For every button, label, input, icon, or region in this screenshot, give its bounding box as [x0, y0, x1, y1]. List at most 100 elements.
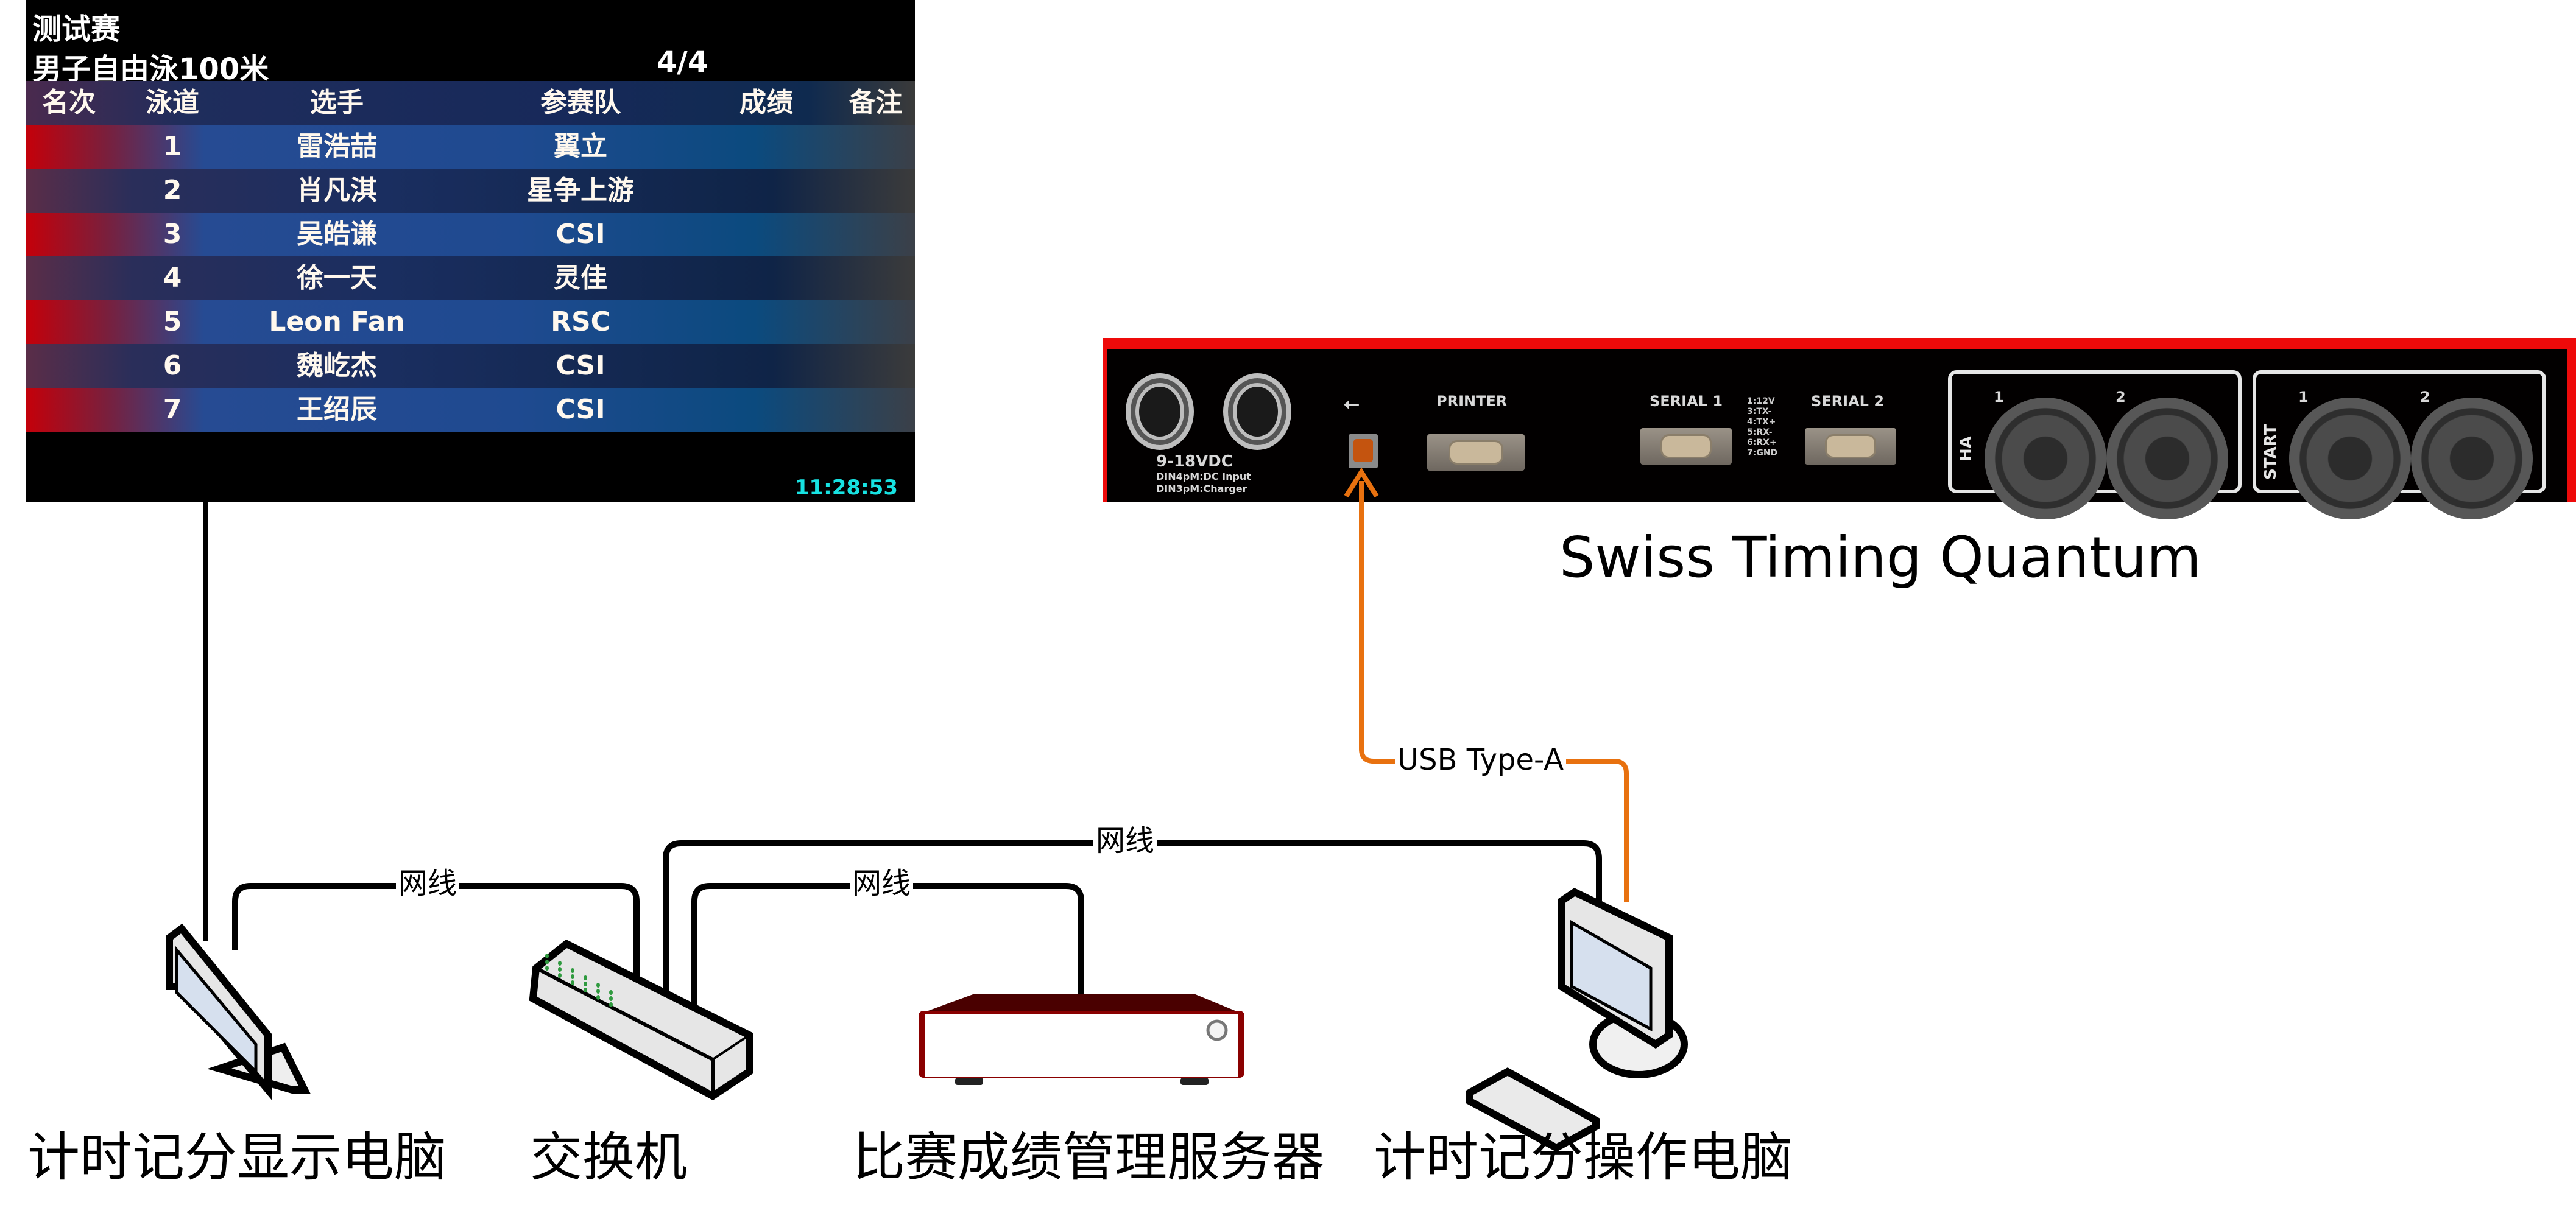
switch-label: 交换机 — [530, 1127, 687, 1188]
printer-port — [1427, 434, 1525, 471]
table-row: 1 雷浩喆 翼立 — [26, 125, 915, 169]
table-row: 3 吴皓谦 CSI — [26, 213, 915, 256]
serial2-port — [1805, 428, 1896, 465]
printer-label: PRINTER — [1436, 393, 1508, 410]
network-label-switch-operator: 网线 — [1093, 825, 1157, 857]
table-row: 2 肖凡淇 星争上游 — [26, 169, 915, 213]
table-row: 6 魏屹杰 CSI — [26, 344, 915, 388]
switch-led — [609, 996, 613, 1001]
column-header-rank: 名次 — [42, 87, 96, 118]
din-3pin-connector — [1223, 373, 1291, 450]
cell-lane: 1 — [163, 131, 182, 162]
cell-name: 肖凡淇 — [297, 175, 377, 206]
table-row: 7 王绍辰 CSI — [26, 388, 915, 432]
network-wire-switch-operator — [663, 840, 1602, 1002]
cell-name: 吴皓谦 — [297, 219, 377, 250]
pinout-line: 6:RX+ — [1747, 438, 1777, 448]
switch-led-indicators — [545, 954, 613, 1007]
pinout-line: 7:GND — [1747, 448, 1778, 458]
cell-lane: 7 — [163, 394, 182, 425]
display-pc-label: 计时记分显示电脑 — [27, 1127, 446, 1188]
switch-led — [596, 983, 600, 988]
column-header-swimmer: 选手 — [310, 87, 364, 118]
ha-port-1 — [1985, 398, 2106, 519]
serial1-label: SERIAL 1 — [1650, 393, 1723, 410]
start-port-2 — [2411, 398, 2533, 519]
cell-lane: 3 — [163, 219, 182, 250]
switch-led — [571, 980, 574, 985]
network-label-display-switch: 网线 — [396, 868, 460, 899]
switch-led — [609, 990, 613, 995]
cell-team: 翼立 — [554, 131, 607, 162]
power-label: 9-18VDC — [1156, 452, 1233, 471]
cell-name: 徐一天 — [297, 262, 377, 293]
usb-arrow-icon — [1344, 467, 1379, 498]
column-header-lane: 泳道 — [146, 87, 199, 118]
pinout-line: 3:TX- — [1747, 407, 1772, 416]
switch-led — [596, 989, 600, 994]
column-header-note: 备注 — [849, 87, 903, 118]
switch-led — [609, 1002, 613, 1007]
network-label-switch-server: 网线 — [850, 868, 914, 899]
network-switch-icon — [529, 939, 753, 1100]
timing-device-panel: 9-18VDC DIN4pM:DC Input DIN3pM:Charger ⭠… — [1103, 338, 2576, 519]
server-icon — [919, 994, 1244, 1085]
power-sublabel-charger: DIN3pM:Charger — [1156, 483, 1247, 494]
switch-led — [571, 974, 574, 979]
heat-indicator: 4/4 — [657, 45, 708, 79]
table-header: 名次 泳道 选手 参赛队 成绩 备注 — [26, 81, 915, 125]
column-header-result: 成绩 — [739, 87, 793, 118]
display-pc-icon — [166, 923, 311, 1100]
start-port-2-number: 2 — [2420, 388, 2430, 406]
usb-b-port[interactable] — [1349, 434, 1378, 468]
cell-team: 星争上游 — [527, 175, 634, 206]
switch-led — [558, 961, 562, 966]
cell-name: 魏屹杰 — [297, 350, 377, 381]
timing-device-caption: Swiss Timing Quantum — [1559, 525, 2201, 590]
cell-name: Leon Fan — [269, 306, 405, 337]
serial2-label: SERIAL 2 — [1811, 393, 1885, 410]
switch-led — [545, 966, 549, 971]
operator-pc-icon — [1466, 888, 1688, 1152]
usb-symbol-icon: ⭠ — [1344, 392, 1360, 415]
server-label: 比赛成绩管理服务器 — [853, 1127, 1324, 1188]
clock-readout: 11:28:53 — [794, 476, 898, 500]
switch-led — [596, 995, 600, 1000]
event-name: 男子自由泳100米 — [32, 52, 269, 86]
ha-port-2 — [2106, 398, 2228, 519]
cell-team: 灵佳 — [554, 262, 607, 293]
column-header-team: 参赛队 — [540, 87, 621, 118]
switch-led — [571, 968, 574, 973]
switch-led — [558, 967, 562, 972]
cell-lane: 6 — [163, 350, 182, 381]
switch-led — [584, 975, 587, 980]
switch-led — [558, 973, 562, 978]
serial1-port — [1640, 428, 1732, 465]
pinout-line: 1:12V — [1747, 396, 1775, 406]
din-4pin-connector — [1126, 373, 1194, 450]
scoreboard-display: 测试赛 男子自由泳100米 4/4 名次 泳道 选手 参赛队 成绩 备注 1 雷浩… — [26, 0, 915, 502]
cell-team: CSI — [556, 350, 605, 381]
cell-lane: 2 — [163, 175, 182, 206]
start-port-1-number: 1 — [2298, 388, 2309, 406]
start-port-1 — [2289, 398, 2411, 519]
cell-name: 雷浩喆 — [297, 131, 377, 162]
switch-led — [584, 988, 587, 992]
switch-led — [545, 954, 549, 958]
power-sublabel-dc: DIN4pM:DC Input — [1156, 471, 1251, 482]
competition-title: 测试赛 — [32, 12, 121, 46]
pinout-line: 4:TX+ — [1747, 417, 1776, 427]
cell-name: 王绍辰 — [297, 394, 377, 425]
ha-port-1-number: 1 — [1994, 388, 2004, 406]
usb-connection-label: USB Type-A — [1395, 744, 1567, 776]
switch-led — [584, 982, 587, 986]
cell-team: CSI — [556, 394, 605, 425]
cell-lane: 5 — [163, 306, 182, 337]
usb-wire — [1359, 481, 1629, 902]
cell-team: CSI — [556, 219, 605, 250]
switch-led — [545, 960, 549, 964]
